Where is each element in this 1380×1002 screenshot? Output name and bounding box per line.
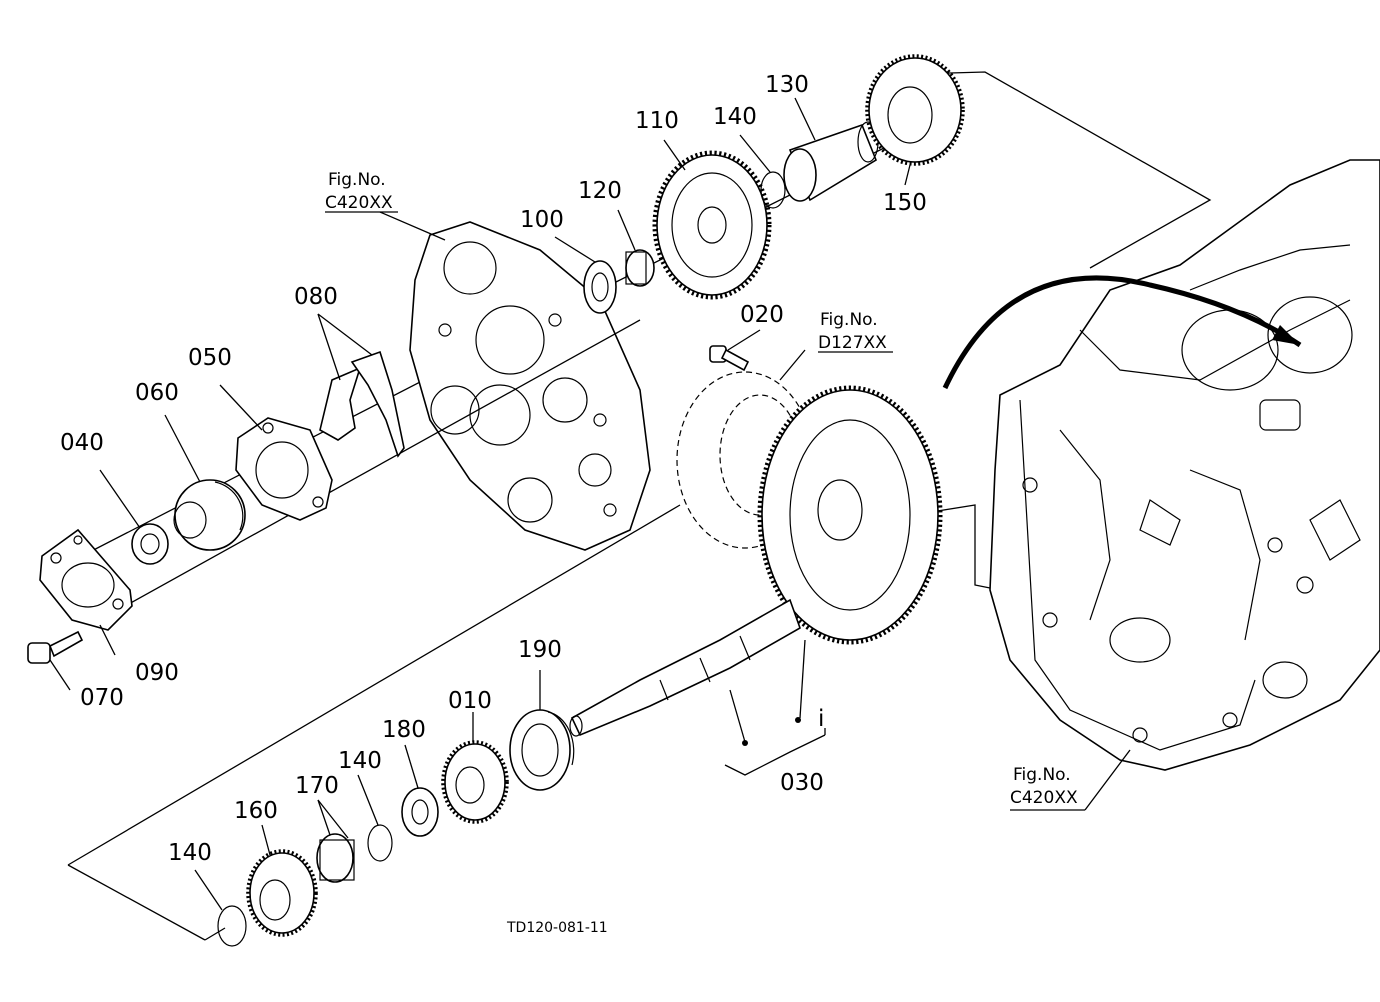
part-030-ring-gear: [757, 385, 943, 645]
label-090: 090: [135, 660, 179, 686]
part-140-snap-ring-bottom: [217, 905, 247, 947]
figure-references: Fig.No. C420XX Fig.No. D127XX Fig.No. C4…: [325, 170, 1078, 808]
fig-ref-3-title: Fig.No.: [1013, 765, 1071, 785]
part-040-seal: [131, 523, 169, 565]
part-labels: 010 020 030 040 050 060 070 080 090 100 …: [60, 72, 927, 866]
label-180: 180: [382, 717, 426, 743]
part-070-bolt: [27, 630, 84, 664]
part-140-snap-ring-top: [760, 171, 786, 209]
fig-ref-2-title: Fig.No.: [820, 310, 878, 330]
label-140-top: 140: [713, 104, 757, 130]
part-150-gear: [865, 54, 965, 166]
part-130-sleeve: [783, 121, 879, 202]
fig-ref-2-code: D127XX: [818, 333, 887, 353]
label-150: 150: [883, 190, 927, 216]
part-110-gear: [652, 150, 772, 300]
label-030: 030: [780, 770, 824, 796]
part-120-needle-bearing: [625, 249, 655, 287]
label-130: 130: [765, 72, 809, 98]
fig-ref-1-title: Fig.No.: [328, 170, 386, 190]
part-030-pinion-shaft: [569, 598, 801, 737]
part-010-gear: [441, 740, 509, 824]
label-160: 160: [234, 798, 278, 824]
part-190-bearing: [509, 709, 575, 791]
label-190: 190: [518, 637, 562, 663]
label-140-bottom: 140: [168, 840, 212, 866]
fig-ref-3-code: C420XX: [1010, 788, 1078, 808]
part-170-needle-bearing: [316, 833, 355, 883]
bullet-030-b: [795, 717, 801, 723]
label-040: 040: [60, 430, 104, 456]
bullet-030-a: [742, 740, 748, 746]
leader-lines: [49, 97, 1131, 911]
label-140-mid: 140: [338, 748, 382, 774]
label-050: 050: [188, 345, 232, 371]
fig-ref-1-code: C420XX: [325, 193, 393, 213]
part-050-flange: [235, 417, 333, 521]
part-180-collar: [401, 787, 439, 837]
label-120: 120: [578, 178, 622, 204]
part-160-gear: [246, 849, 318, 937]
part-060-bearing-housing: [173, 479, 246, 551]
label-110: 110: [635, 108, 679, 134]
part-020-bolt: [709, 345, 750, 372]
label-020: 020: [740, 302, 784, 328]
label-170: 170: [295, 773, 339, 799]
sub-mark-i: i: [818, 706, 824, 732]
label-070: 070: [80, 685, 124, 711]
label-010: 010: [448, 688, 492, 714]
label-100: 100: [520, 207, 564, 233]
label-060: 060: [135, 380, 179, 406]
diagram-code: TD120-081-11: [506, 920, 608, 936]
part-090-flange: [39, 528, 133, 631]
part-140-snap-ring-mid: [367, 824, 393, 862]
part-080-shift-fork: [319, 350, 405, 458]
mid-case-plate: [409, 221, 651, 551]
assembly-arrow: [942, 275, 1302, 390]
transmission-case-housing: [989, 159, 1380, 771]
part-100-seal: [583, 260, 617, 314]
label-080: 080: [294, 284, 338, 310]
